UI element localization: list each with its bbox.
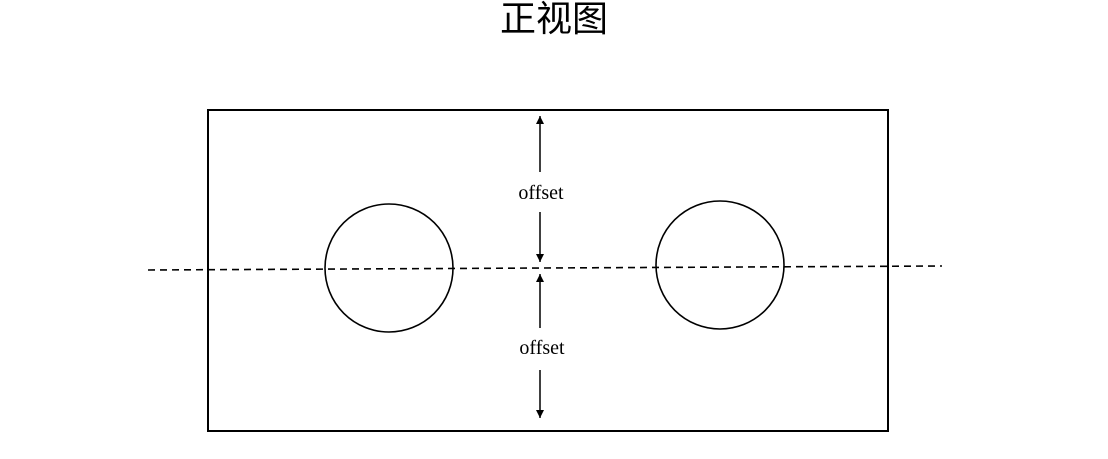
diagram-title: 正视图 [499,0,608,40]
centerline [147,265,943,271]
plate-outline [207,109,889,432]
offset-top-label: offset [518,182,564,204]
offset-bottom-label: offset [519,337,565,359]
hole-right [655,200,785,330]
hole-left [324,203,454,333]
